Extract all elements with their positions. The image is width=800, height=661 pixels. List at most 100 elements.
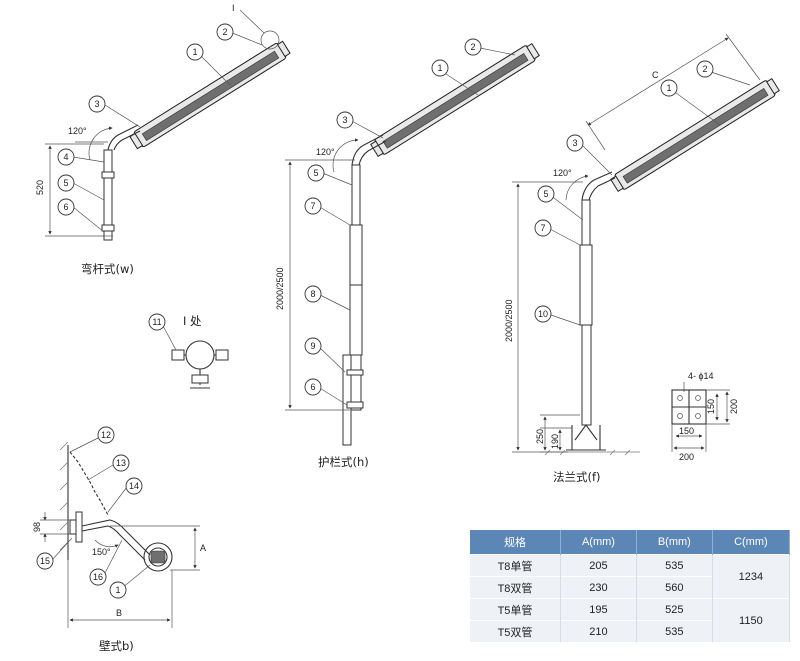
callout-5-f: 5 <box>537 185 555 203</box>
angle-label-w: 120° <box>68 126 87 136</box>
svg-text:3: 3 <box>342 115 347 125</box>
svg-text:14: 14 <box>129 481 139 491</box>
header-a: A(mm) <box>560 530 637 555</box>
svg-text:2: 2 <box>470 42 475 52</box>
cell-b: 525 <box>636 598 713 621</box>
angle-label-f: 120° <box>553 168 572 178</box>
cell-b: 535 <box>636 620 713 642</box>
svg-text:15: 15 <box>40 556 50 566</box>
callout-3-w: 3 <box>88 95 106 113</box>
callout-15: 15 <box>36 552 54 570</box>
svg-text:4: 4 <box>63 152 68 162</box>
cell-spec: T5双管 <box>470 620 561 642</box>
flange-dim-200v: 200 <box>729 399 739 414</box>
flange-dim-150v: 150 <box>706 399 716 414</box>
view-f: 2000/2500 250 190 C 120° 1 2 3 5 7 10 法兰… <box>504 33 780 484</box>
callout-2-h: 2 <box>464 38 482 56</box>
flange-dim-150h: 150 <box>679 426 694 436</box>
callout-8-h: 8 <box>304 285 322 303</box>
callout-16: 16 <box>89 568 107 586</box>
cell-c: 1150 <box>712 598 791 642</box>
svg-text:12: 12 <box>101 430 111 440</box>
dim-b: B <box>116 608 122 618</box>
callout-14: 14 <box>125 477 143 495</box>
callout-6-w: 6 <box>57 198 75 216</box>
cell-spec: T8单管 <box>470 554 561 577</box>
detail-i: I 处 11 <box>148 313 229 389</box>
flange-dim-200h: 200 <box>679 452 694 462</box>
cell-a: 210 <box>560 620 637 642</box>
callout-1-w: 1 <box>186 43 204 61</box>
svg-text:7: 7 <box>310 201 315 211</box>
svg-text:5: 5 <box>543 189 548 199</box>
spec-table: 规格 A(mm) B(mm) C(mm) T8单管 205 535 1234 T… <box>470 530 791 642</box>
detail-marker: I <box>232 3 235 13</box>
flange-plate: 4- ϕ14 150 200 150 200 <box>671 371 739 462</box>
svg-text:1: 1 <box>437 63 442 73</box>
table-row: T8双管 230 560 <box>470 576 790 599</box>
callout-1-h: 1 <box>431 59 449 77</box>
svg-text:8: 8 <box>310 289 315 299</box>
dim-a: A <box>200 543 206 553</box>
table-row: T5单管 195 525 1150 <box>470 598 791 642</box>
cell-b: 560 <box>636 576 713 599</box>
cell-c: 1234 <box>712 554 791 599</box>
callout-12: 12 <box>97 426 115 444</box>
caption-b: 壁式b) <box>99 639 134 653</box>
svg-text:5: 5 <box>63 178 68 188</box>
cell-a: 205 <box>560 554 637 577</box>
caption-detail: I 处 <box>183 314 202 328</box>
table-row: T8单管 205 535 1234 <box>470 554 791 599</box>
cell-a: 195 <box>560 598 637 621</box>
caption-f: 法兰式(f) <box>553 470 601 484</box>
svg-text:1: 1 <box>115 585 120 595</box>
callout-2-w: 2 <box>216 23 234 41</box>
callout-13: 13 <box>112 454 130 472</box>
callout-5-w: 5 <box>57 174 75 192</box>
cell-spec: T8双管 <box>470 576 561 599</box>
svg-text:1: 1 <box>666 83 671 93</box>
callout-4-w: 4 <box>57 148 75 166</box>
svg-text:3: 3 <box>572 138 577 148</box>
view-h: 2000/2500 120° 1 2 3 5 7 8 9 6 护栏式(h) <box>275 38 540 469</box>
callout-10-f: 10 <box>534 305 552 323</box>
svg-text:5: 5 <box>313 168 318 178</box>
svg-text:1: 1 <box>192 47 197 57</box>
angle-label-150: 150° <box>92 547 111 557</box>
dim-2000-f: 2000/2500 <box>504 299 514 342</box>
dim-c: C <box>652 70 659 80</box>
callout-1-b: 1 <box>109 581 127 599</box>
cell-b: 535 <box>636 554 713 577</box>
table-header-row: 规格 A(mm) B(mm) C(mm) <box>470 530 791 555</box>
header-spec: 规格 <box>470 530 561 555</box>
callout-5-h: 5 <box>307 164 325 182</box>
svg-text:9: 9 <box>310 341 315 351</box>
header-b: B(mm) <box>636 530 713 555</box>
dim-2000-h: 2000/2500 <box>275 267 285 310</box>
view-b: 150° 98 A B 12 13 14 15 16 1 壁式b) <box>32 426 206 653</box>
callout-11: 11 <box>148 313 166 331</box>
svg-text:2: 2 <box>702 64 707 74</box>
svg-text:16: 16 <box>93 572 103 582</box>
view-w: 120° 520 I 1 2 3 4 5 6 弯杆式(w) <box>35 3 291 276</box>
caption-w: 弯杆式(w) <box>81 262 134 276</box>
caption-h: 护栏式(h) <box>318 455 369 469</box>
cell-spec: T5单管 <box>470 598 561 621</box>
dim-520: 520 <box>35 180 45 195</box>
callout-7-f: 7 <box>534 219 552 237</box>
dim-98: 98 <box>32 522 42 532</box>
cell-a: 230 <box>560 576 637 599</box>
svg-text:10: 10 <box>538 309 548 319</box>
table-row: T5双管 210 535 <box>470 620 790 642</box>
svg-text:7: 7 <box>540 223 545 233</box>
callout-2-f: 2 <box>696 60 714 78</box>
angle-label-h: 120° <box>316 147 335 157</box>
callout-3-h: 3 <box>336 111 354 129</box>
svg-text:11: 11 <box>152 317 161 327</box>
callout-1-f: 1 <box>660 79 678 97</box>
svg-text:2: 2 <box>222 27 227 37</box>
svg-text:13: 13 <box>116 458 126 468</box>
svg-text:3: 3 <box>94 99 99 109</box>
callout-3-f: 3 <box>566 134 584 152</box>
